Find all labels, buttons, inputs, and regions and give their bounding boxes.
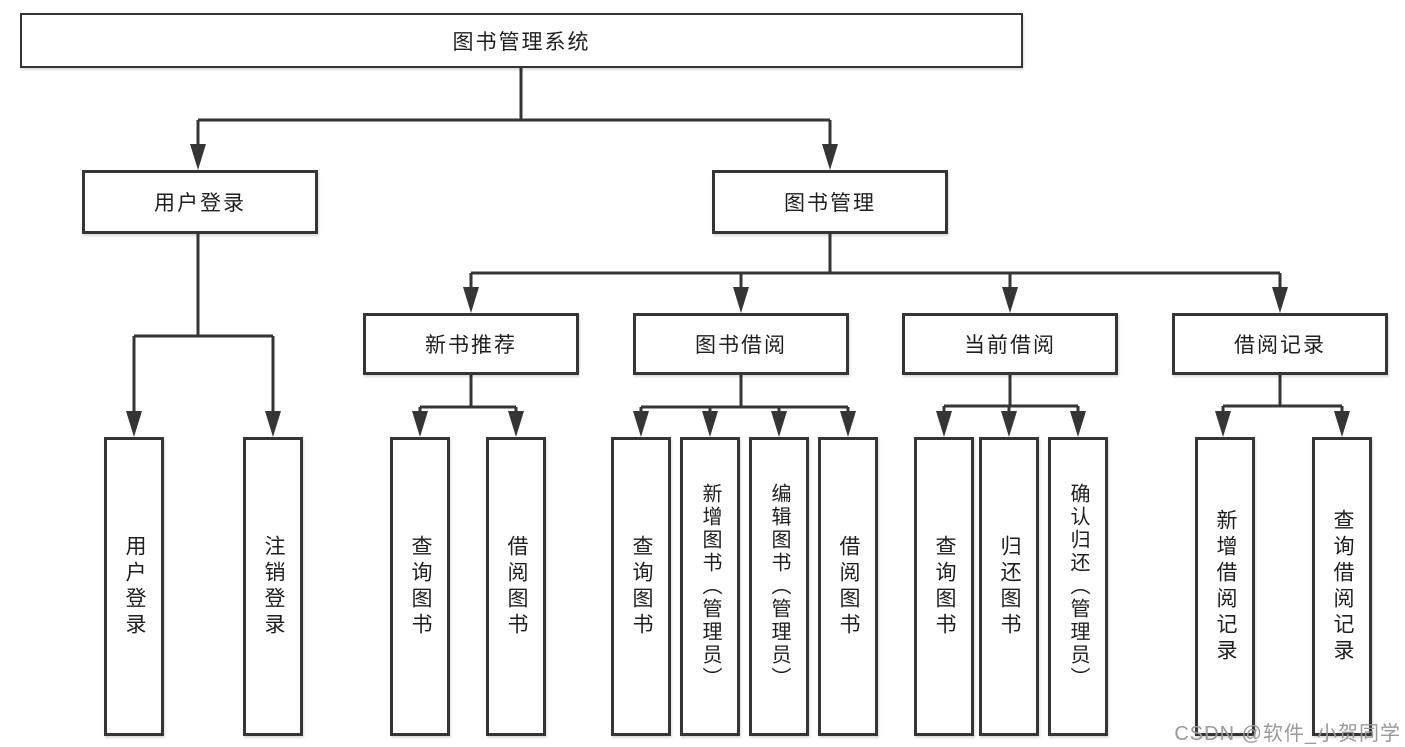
node-book-management: 图书管理	[712, 170, 948, 234]
leaf-logout-login: 注销登录	[243, 437, 303, 736]
node-user-login: 用户登录	[82, 170, 318, 234]
node-book-management-label: 图书管理	[784, 192, 876, 215]
node-root-system: 图书管理系统	[20, 13, 1023, 68]
leaf-borrow-books: 借阅图书	[818, 437, 878, 736]
node-current-borrow: 当前借阅	[902, 313, 1118, 375]
node-borrow-records: 借阅记录	[1172, 313, 1388, 375]
node-root-label: 图书管理系统	[452, 30, 591, 54]
leaf-query-books-recommend: 查询图书	[390, 437, 450, 736]
node-new-book-recommend: 新书推荐	[363, 313, 579, 375]
leaf-edit-books-admin: 编辑图书（管理员）	[749, 437, 809, 736]
leaf-query-books-borrow: 查询图书	[611, 437, 671, 736]
node-current-borrow-label: 当前借阅	[964, 334, 1056, 357]
leaf-return-books: 归还图书	[979, 437, 1039, 736]
arrowheads	[126, 144, 1350, 437]
leaf-query-books-current: 查询图书	[914, 437, 974, 736]
node-book-borrow-label: 图书借阅	[695, 334, 787, 357]
node-book-borrow: 图书借阅	[633, 313, 849, 375]
node-new-book-recommend-label: 新书推荐	[425, 334, 517, 357]
leaf-confirm-return-admin: 确认归还（管理员）	[1048, 437, 1108, 736]
node-borrow-records-label: 借阅记录	[1234, 334, 1326, 357]
leaf-query-borrow-record: 查询借阅记录	[1312, 437, 1372, 736]
leaf-borrow-books-recommend: 借阅图书	[486, 437, 546, 736]
node-user-login-label: 用户登录	[154, 192, 246, 215]
leaf-add-books-admin: 新增图书（管理员）	[680, 437, 740, 736]
leaf-user-login: 用户登录	[104, 437, 164, 736]
leaf-add-borrow-record: 新增借阅记录	[1195, 437, 1255, 736]
csdn-watermark: CSDN @软件_小贺同学	[1174, 723, 1401, 745]
